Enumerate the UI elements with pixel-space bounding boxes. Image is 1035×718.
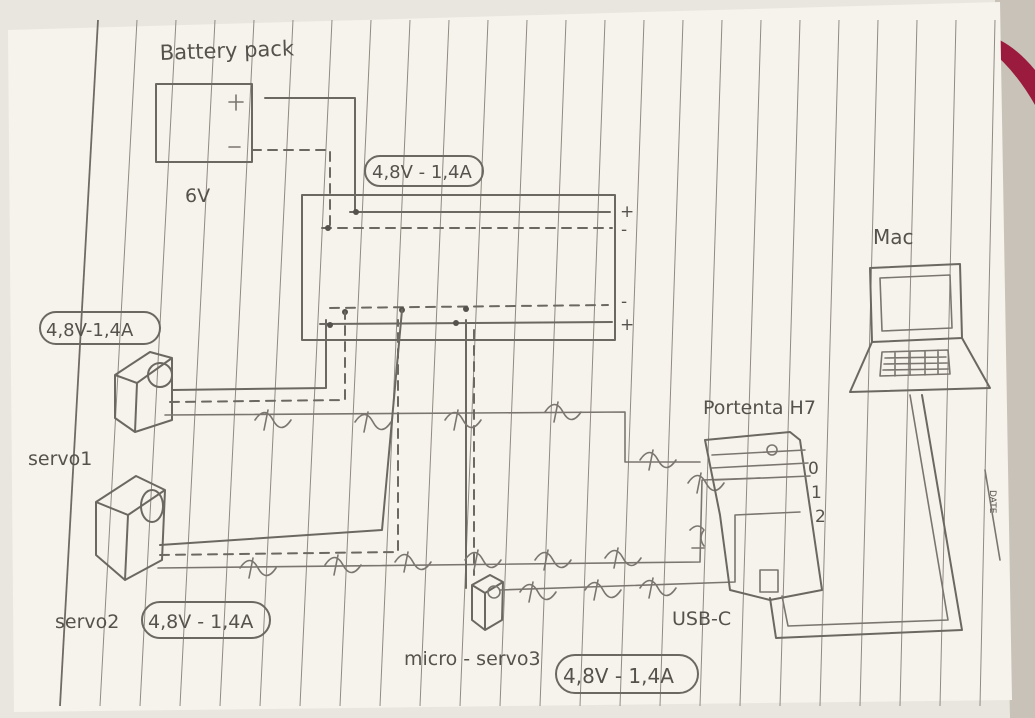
page-edge-shadow xyxy=(995,0,1035,718)
micro-servo-3-horn xyxy=(487,585,501,599)
spec-servo1-label: 4,8V-1,4A xyxy=(46,320,134,341)
usb-c-label: USB-C xyxy=(672,608,731,630)
portenta-label: Portenta H7 xyxy=(703,397,816,419)
rail-bottom-negative xyxy=(329,304,609,309)
spec-bubble-outline xyxy=(555,654,699,694)
servo-2-body xyxy=(95,475,166,581)
usb-cable-outer xyxy=(769,394,963,639)
servo-2-horn xyxy=(140,489,164,523)
servo-1-body xyxy=(114,351,173,433)
servo-1-label: servo1 xyxy=(28,448,92,470)
node-dot xyxy=(463,306,469,312)
wire-servo1-power xyxy=(171,319,327,391)
board-pin-rows xyxy=(711,449,811,481)
ruled-line xyxy=(859,19,879,707)
micro-servo-3: micro - servo3 xyxy=(404,574,541,670)
spec-bubble-servo2: 4,8V - 1,4A xyxy=(141,601,271,639)
laptop-screen-inner xyxy=(879,274,953,332)
portenta-h7-board: Portenta H7 0 1 2 USB-C xyxy=(672,397,826,630)
spec-bubble-outline xyxy=(364,155,484,187)
battery-voltage-label: 6V xyxy=(185,185,210,207)
ruled-line xyxy=(979,19,996,707)
ruled-line xyxy=(339,19,372,707)
battery-pack: Battery pack 6V xyxy=(155,36,295,207)
spec-bubble-outline xyxy=(141,601,271,639)
pin-1-label: 1 xyxy=(811,483,822,503)
rail-top-minus-label: - xyxy=(621,220,627,240)
ruled-line xyxy=(299,19,333,707)
spec-bubble-rail: 4,8V - 1,4A xyxy=(364,155,484,187)
wire-servo1-ground xyxy=(169,311,346,403)
paper-sheet xyxy=(8,2,1012,712)
wire-servo2-ground xyxy=(159,319,399,556)
mac-label: Mac xyxy=(873,225,914,249)
rail-bottom-plus-label: + xyxy=(620,315,634,335)
wire-battery-positive xyxy=(264,97,356,213)
wire-battery-negative xyxy=(251,149,331,229)
wire-servo1-signal xyxy=(164,411,701,463)
signal-squiggles xyxy=(239,401,725,603)
servo-2-label: servo2 xyxy=(55,611,119,633)
board-component xyxy=(766,444,778,456)
node-dot xyxy=(327,322,333,328)
usb-c-port xyxy=(759,569,779,593)
micro-servo-3-label: micro - servo3 xyxy=(404,648,541,670)
date-label: DATE xyxy=(987,490,997,514)
ruled-line xyxy=(739,19,762,707)
ruled-line xyxy=(579,19,606,707)
battery-pack-box xyxy=(155,83,253,163)
spec-servo3-label: 4,8V - 1,4A xyxy=(563,664,674,688)
rail-bottom-minus-label: - xyxy=(621,292,627,312)
ruled-line xyxy=(539,19,567,707)
micro-servo-3-body xyxy=(471,574,504,631)
ruled-line xyxy=(219,19,255,707)
spec-bubble-servo1: 4,8V-1,4A xyxy=(39,311,161,345)
mac-laptop: Mac xyxy=(849,225,991,393)
ruled-line xyxy=(419,19,450,707)
date-header: DATE xyxy=(984,469,1001,561)
servo-1-horn xyxy=(147,362,173,388)
board-connector-mark xyxy=(689,525,705,549)
wire-servo2-power xyxy=(159,309,403,546)
spec-bubble-servo3: 4,8V - 1,4A xyxy=(555,654,699,694)
spec-servo2-label: 4,8V - 1,4A xyxy=(148,611,253,633)
ruled-line xyxy=(499,19,528,707)
servo-1: servo1 xyxy=(28,351,173,470)
battery-pack-label: Battery pack xyxy=(159,36,295,65)
ruled-line xyxy=(699,19,723,707)
pin-2-label: 2 xyxy=(815,507,826,527)
battery-plus-terminal xyxy=(228,94,244,111)
spec-bubble-outline xyxy=(39,311,161,345)
portenta-board-outline xyxy=(704,431,823,601)
laptop-base xyxy=(849,337,991,393)
ruled-line xyxy=(779,19,801,707)
wire-servo3-signal xyxy=(499,511,801,591)
node-dot xyxy=(353,209,359,215)
ruled-lines xyxy=(59,19,996,707)
usb-cable-inner xyxy=(781,394,949,627)
ruled-line xyxy=(59,19,99,707)
date-divider xyxy=(984,469,1001,561)
spec-rail-label: 4,8V - 1,4A xyxy=(372,162,473,183)
ruled-line xyxy=(659,19,684,707)
rail-top-plus-label: + xyxy=(620,202,634,222)
node-dot xyxy=(453,320,459,326)
ruled-line xyxy=(379,19,411,707)
node-dot xyxy=(325,225,331,231)
ruled-line xyxy=(99,19,138,707)
ruled-line xyxy=(819,19,840,707)
ruled-line xyxy=(619,19,645,707)
ruled-line xyxy=(179,19,216,707)
breadboard-outline xyxy=(301,194,616,341)
ruled-line xyxy=(259,19,294,707)
pin-0-label: 0 xyxy=(808,459,819,479)
servo-2: servo2 xyxy=(55,475,166,633)
laptop-keyboard xyxy=(879,349,951,377)
